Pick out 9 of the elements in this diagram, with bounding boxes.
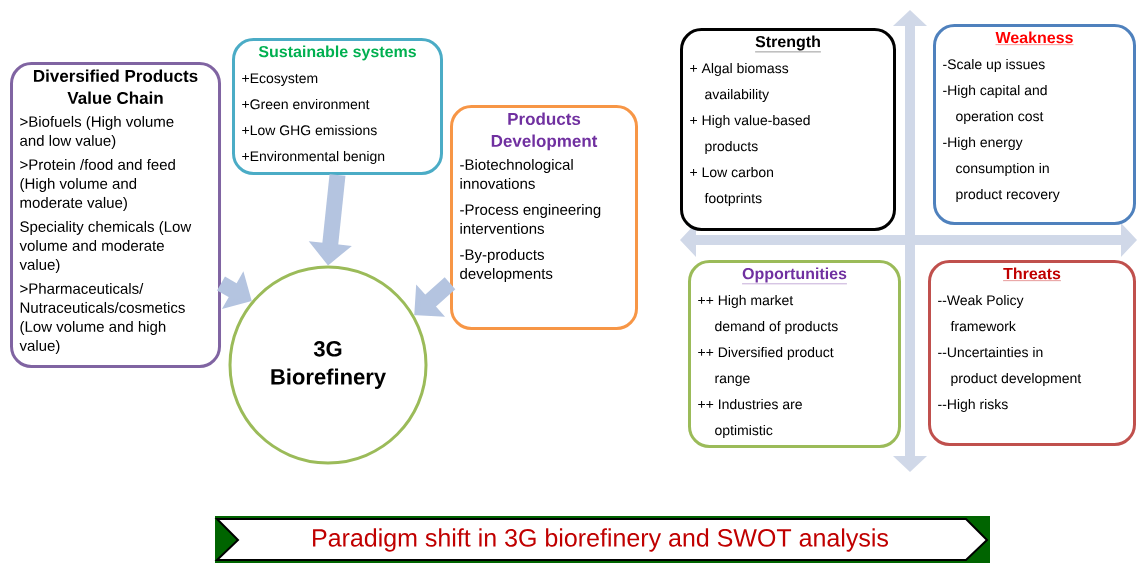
opportunities-box: Opportunities ++ High market demand of products ++ Diversified product range ++ Industries are optimistic	[688, 260, 901, 448]
weakness-box: Weakness -Scale up issues -High capital and operation cost -High energy consumption in product recovery	[933, 24, 1136, 225]
sustainability-box: Sustainable systems +Ecosystem +Green environment +Low GHG emissions +Environmental benign	[232, 38, 443, 175]
development-box: Products Development -Biotechnological innovations -Process engineering interventions -By-products developments	[450, 105, 638, 330]
threats-box: Threats --Weak Policy framework --Uncertainties in product development --High risks	[928, 260, 1136, 446]
title-banner: Paradigm shift in 3G biorefinery and SWOT analysis	[214, 516, 990, 563]
block-arrow	[414, 277, 456, 317]
strength-box: Strength + Algal biomass availability + High value-based products + Low carbon footprints	[680, 28, 896, 231]
value-chain-box: Diversified Products Value Chain >Biofuels (High volume and low value) >Protein /food and feed (High volume and moderate value) Speciality chemicals (Low volume and moderate value) >Pharmaceuticals/Nutraceuticals/cosmetics (Low volume and high value)	[10, 62, 221, 368]
